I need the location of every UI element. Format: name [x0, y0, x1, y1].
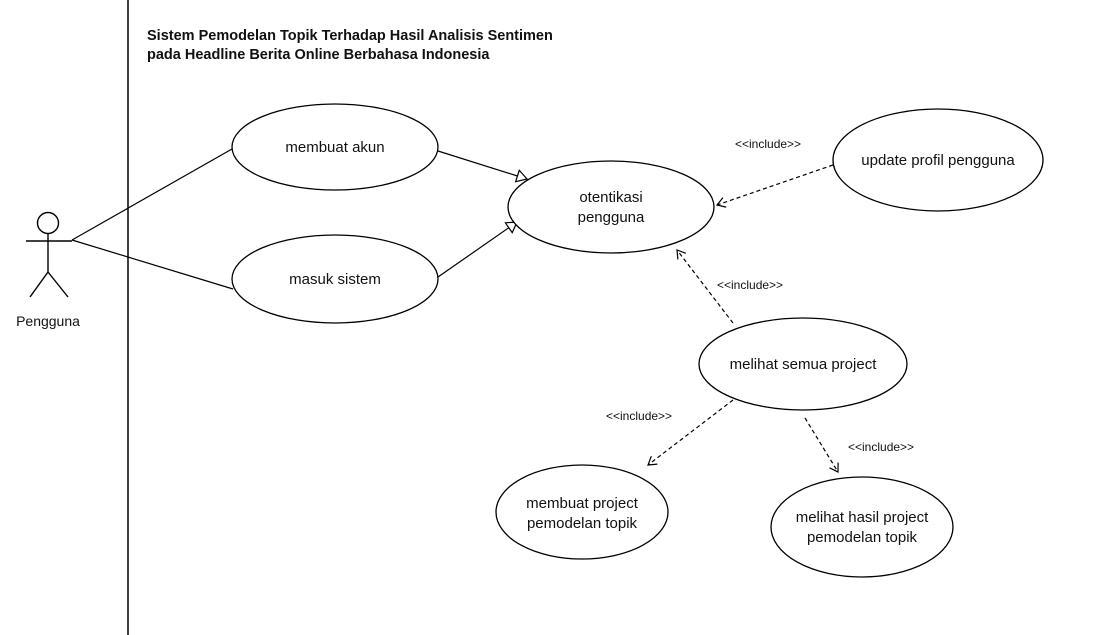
- system-title-line2: pada Headline Berita Online Berbahasa In…: [147, 47, 490, 63]
- use-case-melihat-hasil-shape: [770, 476, 954, 578]
- actor-right-leg: [47, 271, 69, 298]
- use-case-melihat-semua-project[interactable]: melihat semua project: [698, 317, 908, 411]
- use-case-melihat-hasil-label-line2: pemodelan topik: [807, 529, 918, 546]
- include-melihat-semua-to-melihat-hasil: [804, 417, 839, 473]
- use-case-otentikasi-pengguna-label-line1: otentikasi: [579, 189, 642, 206]
- use-case-masuk-sistem-label: masuk sistem: [289, 271, 381, 288]
- use-case-melihat-hasil-project-pemodelan-topik[interactable]: melihat hasil project pemodelan topik: [770, 476, 954, 578]
- actor-label: Pengguna: [16, 313, 80, 329]
- generalization-masuk-sistem-to-otentikasi: [437, 222, 517, 278]
- use-case-otentikasi-pengguna-shape: [507, 160, 715, 254]
- include-label-melihat-hasil: <<include>>: [848, 440, 914, 454]
- system-title-line1: Sistem Pemodelan Topik Terhadap Hasil An…: [147, 28, 553, 44]
- include-label-membuat-project: <<include>>: [606, 409, 672, 423]
- use-case-otentikasi-pengguna-label-line2: pengguna: [578, 209, 645, 226]
- use-case-membuat-project-pemodelan-topik[interactable]: membuat project pemodelan topik: [495, 464, 669, 560]
- generalization-membuat-akun-to-otentikasi: [437, 150, 527, 179]
- use-case-masuk-sistem-shape: [231, 234, 439, 324]
- assoc-actor-masuk-sistem: [71, 239, 234, 290]
- use-case-melihat-semua-project-shape: [698, 317, 908, 411]
- include-label-update-profil: <<include>>: [735, 137, 801, 151]
- use-case-membuat-akun-shape: [231, 103, 439, 191]
- use-case-masuk-sistem[interactable]: masuk sistem: [231, 234, 439, 324]
- use-case-membuat-akun[interactable]: membuat akun: [231, 103, 439, 191]
- use-case-membuat-project-label-line1: membuat project: [526, 495, 639, 512]
- system-boundary: [127, 0, 129, 635]
- include-update-profil-to-otentikasi: [715, 164, 834, 208]
- include-label-melihat-semua-otentikasi: <<include>>: [717, 278, 783, 292]
- use-case-update-profil-pengguna-shape: [832, 108, 1044, 212]
- use-case-membuat-project-shape: [495, 464, 669, 560]
- include-melihat-semua-to-otentikasi: [676, 249, 734, 324]
- include-melihat-semua-to-membuat-project: [647, 399, 734, 466]
- use-case-melihat-hasil-label-line1: melihat hasil project: [796, 509, 929, 526]
- use-case-melihat-semua-project-label: melihat semua project: [730, 356, 878, 373]
- use-case-otentikasi-pengguna[interactable]: otentikasi pengguna: [507, 160, 715, 254]
- actor-pengguna: Pengguna: [16, 211, 80, 329]
- use-case-membuat-project-label-line2: pemodelan topik: [527, 515, 638, 532]
- assoc-actor-membuat-akun: [71, 148, 233, 241]
- use-case-update-profil-pengguna[interactable]: update profil pengguna: [832, 108, 1044, 212]
- actor-head: [36, 211, 60, 235]
- actor-left-leg: [29, 271, 49, 298]
- use-case-update-profil-pengguna-label: update profil pengguna: [861, 152, 1015, 169]
- use-case-membuat-akun-label: membuat akun: [285, 139, 384, 156]
